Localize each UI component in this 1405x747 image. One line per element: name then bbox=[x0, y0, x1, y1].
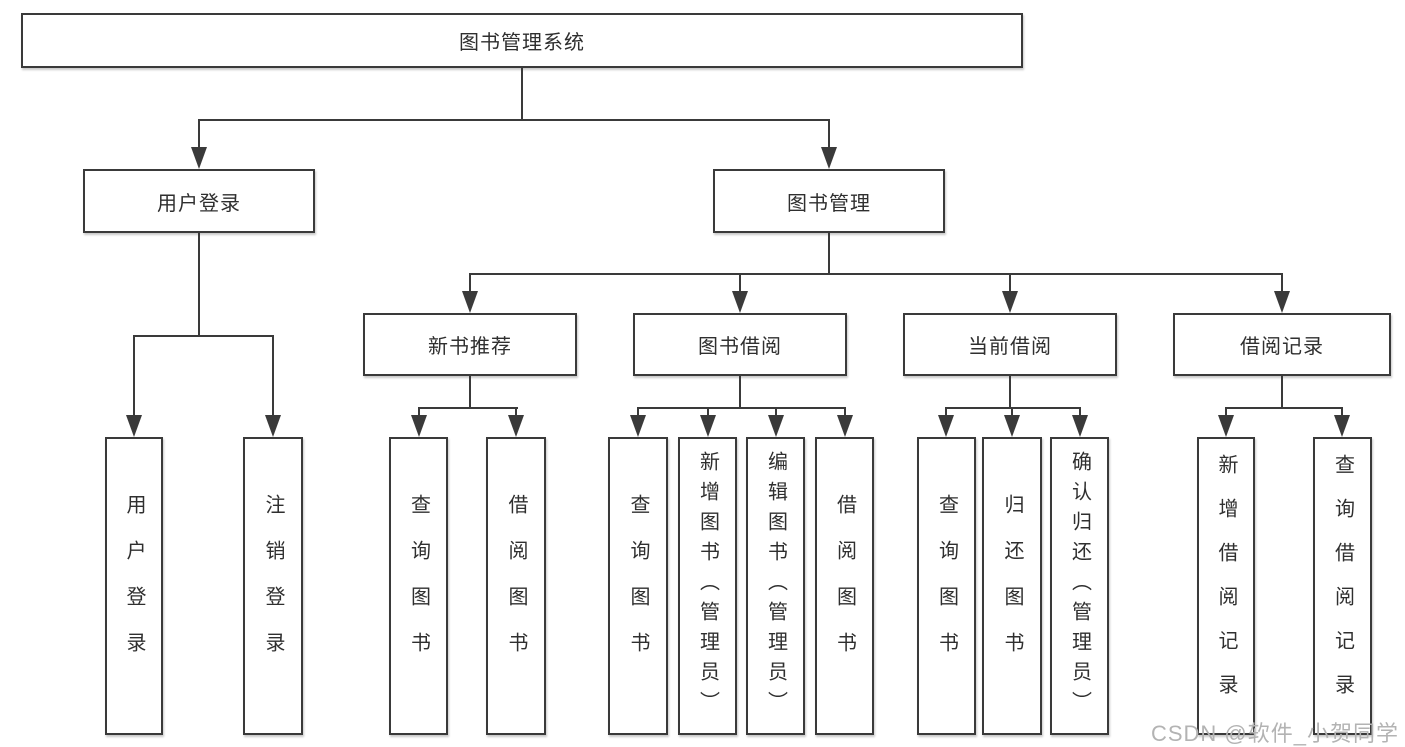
connector-line bbox=[739, 376, 741, 409]
node-label: 编辑图书（管理员） bbox=[764, 451, 787, 721]
node-leaf-confirm-return-admin: 确认归还（管理员） bbox=[1050, 437, 1109, 735]
connector-line bbox=[1011, 407, 1013, 417]
csdn-watermark: CSDN @软件_小贺同学 bbox=[1150, 721, 1399, 746]
node-label: 新增图书（管理员） bbox=[696, 451, 719, 721]
connector-line bbox=[1079, 407, 1081, 417]
node-leaf-logout: 注销登录 bbox=[243, 437, 303, 735]
arrow-down-icon bbox=[837, 415, 853, 437]
connector-line bbox=[133, 335, 274, 337]
connector-line bbox=[198, 119, 830, 121]
connector-line bbox=[828, 233, 830, 275]
arrow-down-icon bbox=[191, 147, 207, 169]
connector-line bbox=[707, 407, 709, 417]
node-new-book-recommendation: 新书推荐 bbox=[363, 313, 577, 376]
node-label: 图书管理 bbox=[787, 192, 871, 215]
arrow-down-icon bbox=[1218, 415, 1234, 437]
connector-line bbox=[945, 407, 947, 417]
connector-line bbox=[1225, 407, 1343, 409]
arrow-down-icon bbox=[508, 415, 524, 437]
connector-line bbox=[272, 335, 274, 417]
arrow-down-icon bbox=[126, 415, 142, 437]
node-label: 借阅图书 bbox=[505, 494, 527, 678]
connector-line bbox=[469, 376, 471, 409]
connector-line bbox=[1281, 273, 1283, 293]
arrow-down-icon bbox=[1274, 291, 1290, 313]
arrow-down-icon bbox=[630, 415, 646, 437]
node-label: 查询图书 bbox=[935, 494, 958, 678]
node-label: 确认归还（管理员） bbox=[1068, 451, 1091, 721]
connector-line bbox=[198, 233, 200, 337]
connector-line bbox=[418, 407, 420, 417]
connector-line bbox=[133, 335, 135, 417]
node-book-borrowing: 图书借阅 bbox=[633, 313, 847, 376]
node-leaf-borrow-books: 借阅图书 bbox=[815, 437, 874, 735]
arrow-down-icon bbox=[462, 291, 478, 313]
node-label: 归还图书 bbox=[1001, 494, 1023, 678]
node-label: 当前借阅 bbox=[968, 336, 1052, 358]
node-label: 新增借阅记录 bbox=[1215, 454, 1237, 718]
node-book-management: 图书管理 bbox=[713, 169, 945, 233]
node-leaf-add-borrow-record: 新增借阅记录 bbox=[1197, 437, 1255, 735]
node-label: 注销登录 bbox=[262, 494, 284, 678]
connector-line bbox=[469, 273, 471, 293]
arrow-down-icon bbox=[938, 415, 954, 437]
node-leaf-query-books-borrowing: 查询图书 bbox=[608, 437, 668, 735]
node-label: 借阅图书 bbox=[833, 494, 856, 678]
node-borrowing-records: 借阅记录 bbox=[1173, 313, 1391, 376]
arrow-down-icon bbox=[821, 147, 837, 169]
node-label: 图书借阅 bbox=[698, 336, 782, 358]
node-label: 查询借阅记录 bbox=[1331, 454, 1354, 718]
node-root-library-management-system: 图书管理系统 bbox=[21, 13, 1023, 68]
node-label: 用户登录 bbox=[123, 494, 145, 678]
connector-line bbox=[521, 68, 523, 121]
connector-line bbox=[828, 119, 830, 149]
node-leaf-edit-books-admin: 编辑图书（管理员） bbox=[746, 437, 805, 735]
node-label: 新书推荐 bbox=[428, 336, 512, 358]
connector-line bbox=[844, 407, 846, 417]
node-user-login: 用户登录 bbox=[83, 169, 315, 233]
arrow-down-icon bbox=[732, 291, 748, 313]
connector-line bbox=[775, 407, 777, 417]
node-leaf-add-books-admin: 新增图书（管理员） bbox=[678, 437, 737, 735]
connector-line bbox=[198, 119, 200, 149]
arrow-down-icon bbox=[1072, 415, 1088, 437]
connector-line bbox=[1009, 376, 1011, 409]
connector-line bbox=[469, 273, 1283, 275]
arrow-down-icon bbox=[768, 415, 784, 437]
connector-line bbox=[418, 407, 518, 409]
connector-line bbox=[945, 407, 1081, 409]
connector-line bbox=[1225, 407, 1227, 417]
node-label: 查询图书 bbox=[407, 494, 430, 678]
node-label: 借阅记录 bbox=[1240, 336, 1324, 358]
connector-line bbox=[1009, 273, 1011, 293]
node-leaf-query-books-recommend: 查询图书 bbox=[389, 437, 448, 735]
node-label: 查询图书 bbox=[627, 494, 649, 678]
node-leaf-borrow-books-recommend: 借阅图书 bbox=[486, 437, 546, 735]
connector-line bbox=[1341, 407, 1343, 417]
node-label: 用户登录 bbox=[157, 192, 241, 215]
arrow-down-icon bbox=[700, 415, 716, 437]
arrow-down-icon bbox=[411, 415, 427, 437]
arrow-down-icon bbox=[1002, 291, 1018, 313]
node-label: 图书管理系统 bbox=[459, 32, 585, 54]
connector-line bbox=[739, 273, 741, 293]
node-leaf-query-books-current: 查询图书 bbox=[917, 437, 976, 735]
connector-line bbox=[637, 407, 639, 417]
arrow-down-icon bbox=[265, 415, 281, 437]
node-leaf-query-borrow-record: 查询借阅记录 bbox=[1313, 437, 1372, 735]
connector-line bbox=[1281, 376, 1283, 409]
node-leaf-user-login: 用户登录 bbox=[105, 437, 163, 735]
connector-line bbox=[515, 407, 517, 417]
arrow-down-icon bbox=[1004, 415, 1020, 437]
node-leaf-return-books: 归还图书 bbox=[982, 437, 1042, 735]
node-current-borrowing: 当前借阅 bbox=[903, 313, 1117, 376]
arrow-down-icon bbox=[1334, 415, 1350, 437]
connector-line bbox=[637, 407, 846, 409]
